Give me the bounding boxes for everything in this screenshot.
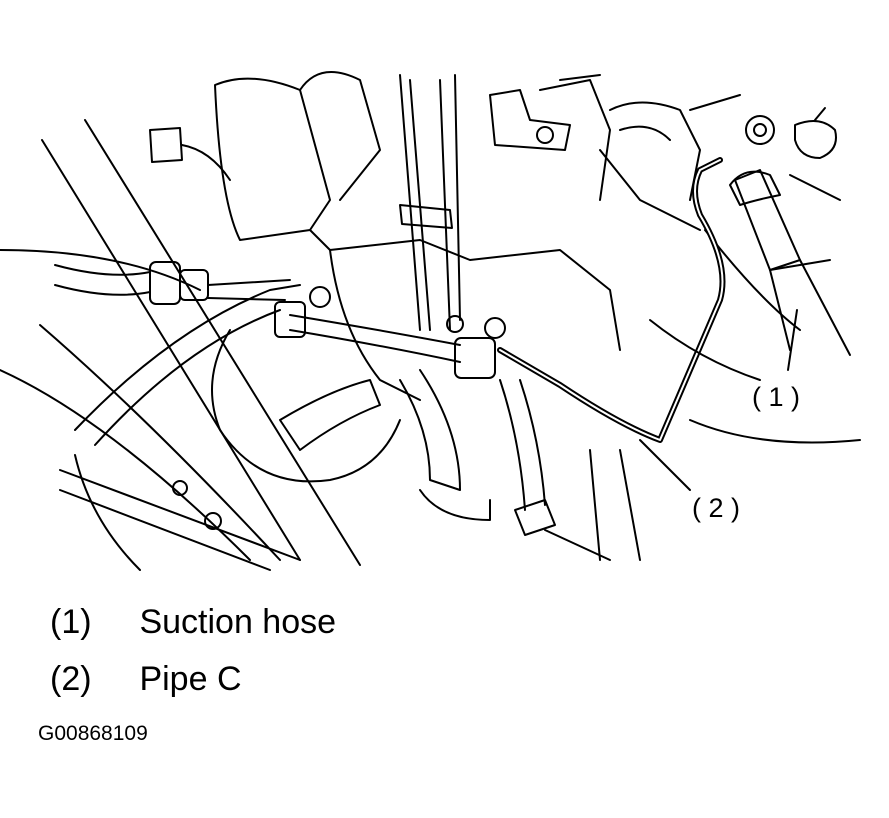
legend-text: Suction hose: [139, 603, 337, 641]
frame-line: [39, 324, 281, 561]
engine-block: [214, 77, 331, 241]
pipe-fitting: [454, 337, 496, 379]
frame-line: [41, 139, 301, 561]
line: [814, 107, 826, 121]
lower-hose: [499, 379, 526, 511]
bolt-hole: [172, 480, 188, 496]
bracket: [399, 204, 453, 229]
figure-id: G00868109: [38, 722, 148, 745]
suction-hose: [734, 169, 801, 271]
engine-block: [409, 79, 431, 331]
lower-hose: [419, 489, 491, 521]
component: [599, 149, 701, 231]
wire: [181, 144, 231, 181]
bolt: [745, 115, 775, 145]
bracket: [559, 74, 601, 81]
pipe-c: [289, 329, 461, 363]
frame-line: [59, 469, 301, 561]
line: [689, 419, 861, 444]
connector: [149, 127, 183, 163]
clamp: [514, 499, 556, 536]
bolt-nut: [794, 120, 837, 159]
sensor-bracket: [489, 89, 571, 151]
pipe-fitting: [274, 301, 306, 338]
legend-item-suction-hose: (1) Suction hose: [50, 603, 650, 642]
component: [619, 125, 671, 141]
callout-2-label: ( 2 ): [692, 493, 740, 523]
frame-line: [0, 369, 251, 561]
pipe: [207, 297, 286, 301]
suction-hose: [799, 259, 851, 356]
lower-hose: [279, 379, 381, 451]
line: [619, 449, 641, 561]
suction-hose: [769, 259, 831, 271]
frame-line: [74, 454, 141, 571]
pipe-c: [499, 159, 724, 441]
engine-block: [309, 229, 621, 351]
engine-bay-line-drawing: ( 1 ) ( 2 ): [0, 71, 861, 571]
pipe: [207, 279, 291, 286]
legend-number: (1): [50, 603, 92, 641]
bolt-hole: [204, 512, 222, 530]
left-hose: [54, 264, 151, 276]
lower-hose: [399, 369, 461, 491]
line: [589, 449, 601, 561]
hose-clamp: [729, 170, 781, 206]
engine-block: [439, 79, 451, 331]
left-hose: [54, 284, 151, 296]
line: [649, 319, 761, 381]
line: [689, 94, 741, 111]
bracket: [539, 79, 611, 201]
bolt: [753, 123, 767, 137]
engine-block: [211, 329, 401, 483]
frame-line: [59, 489, 271, 571]
engine-block: [299, 71, 381, 201]
engine-block: [329, 249, 421, 401]
lower-hose: [519, 379, 546, 506]
callout-1-label: ( 1 ): [752, 382, 800, 412]
bolt: [484, 317, 506, 339]
legend-number: (2): [50, 660, 92, 698]
crossing-pipe: [94, 309, 281, 446]
legend-item-pipe-c: (2) Pipe C: [50, 660, 650, 699]
component: [609, 101, 701, 201]
crossing-pipe: [74, 284, 301, 431]
line: [704, 229, 801, 331]
suction-hose: [769, 269, 791, 351]
bolt: [309, 286, 331, 308]
bolt: [536, 126, 554, 144]
engine-block: [399, 74, 421, 331]
bolt: [446, 315, 464, 333]
legend-text: Pipe C: [139, 660, 242, 698]
callout-1-leader: [787, 309, 798, 371]
line: [789, 174, 841, 201]
pipe-c: [289, 314, 461, 346]
engine-block: [454, 74, 461, 321]
callout-2-leader: [639, 439, 691, 491]
